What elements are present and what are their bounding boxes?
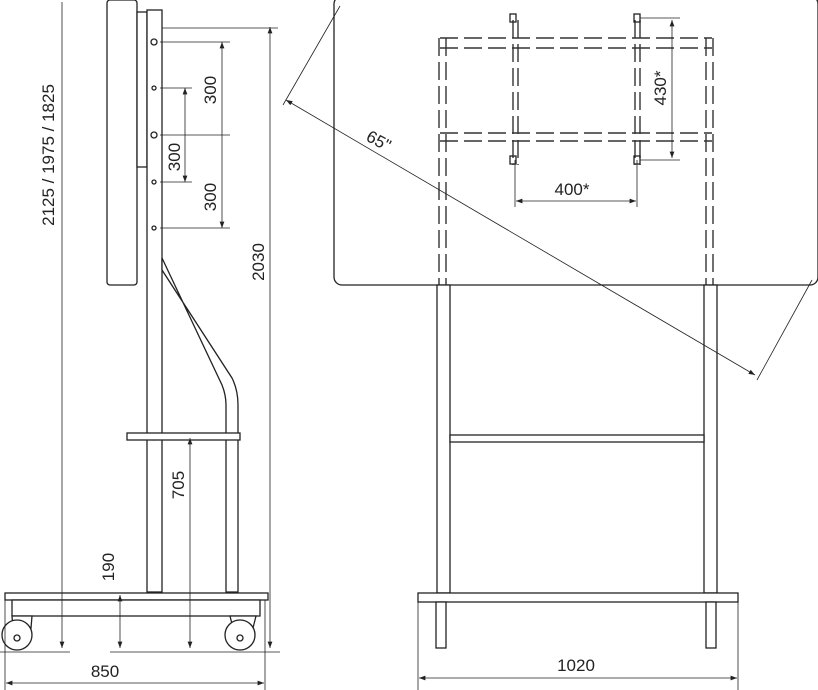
hole-spacing-label-top: 300 [201,76,220,104]
caster-front-right [705,601,717,649]
front-base [417,592,739,603]
mount-holes [150,38,158,441]
display-side [106,0,138,286]
shelf [126,432,241,441]
caster-right [224,615,257,651]
leg-left [436,284,451,594]
crossbar [449,434,705,443]
caster-left [1,615,33,651]
caster-front-left [435,601,447,649]
base-height-label: 190 [99,553,118,581]
hole-spacing-label-mid: 300 [165,143,184,171]
frame-height-label: 2030 [249,243,268,281]
column [146,9,163,593]
leg-right [703,284,718,594]
base-frame [11,599,261,617]
hole-spacing-label-bottom: 300 [201,183,220,211]
side-view: 2125 / 1975 / 1825 300 300 300 2030 705 … [0,0,280,690]
vesa-vertical-label: 430* [651,70,670,105]
base-plate [4,592,269,601]
shelf-height-label: 705 [169,471,188,499]
front-view: 65" 430* 400* 1020 [282,0,818,690]
vesa-horizontal-label: 400* [555,180,590,199]
depth-label: 850 [91,662,119,681]
width-label: 1020 [557,656,595,675]
display-front [333,0,818,286]
diagonal-dim-line [285,99,756,376]
mount-bracket [136,11,148,168]
support-brace [161,257,239,593]
overall-height-label: 2125 / 1975 / 1825 [39,84,58,226]
